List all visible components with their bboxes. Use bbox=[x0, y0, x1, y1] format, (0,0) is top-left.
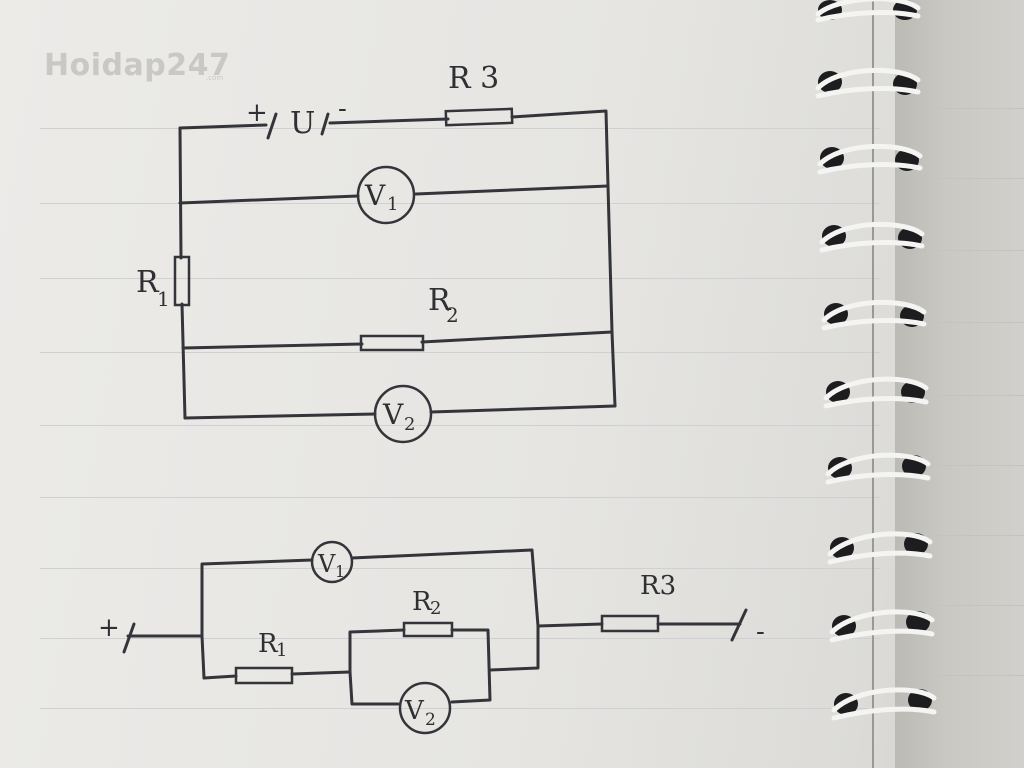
c1-v2-sub: 2 bbox=[404, 414, 415, 435]
c2-plus-label: + bbox=[98, 613, 120, 643]
ruled-line bbox=[930, 108, 1024, 109]
ruled-line bbox=[40, 203, 880, 204]
spiral-wire bbox=[815, 0, 937, 721]
c2-minus-label: - bbox=[756, 617, 765, 647]
ruled-line bbox=[930, 178, 1024, 179]
c1-wire-r2-branch bbox=[181, 330, 614, 350]
c1-r3-resistor bbox=[444, 107, 514, 127]
ruled-line bbox=[40, 278, 880, 279]
c2-minus-terminal bbox=[730, 608, 748, 642]
c1-v2-label: V bbox=[382, 398, 404, 431]
c1-r1-resistor bbox=[173, 255, 191, 307]
c1-r2-sub: 2 bbox=[446, 303, 459, 327]
c2-v2-sub: 2 bbox=[425, 710, 436, 730]
c1-v1-label: V bbox=[364, 179, 386, 212]
c2-wire-r1-branch bbox=[200, 634, 352, 680]
c2-r1-label: R bbox=[258, 629, 279, 659]
ruled-line bbox=[40, 352, 880, 353]
c1-v1-meter bbox=[356, 165, 416, 225]
c1-wire-v2-branch bbox=[183, 404, 617, 420]
ruled-line bbox=[930, 535, 1024, 536]
c1-wire-left bbox=[178, 126, 187, 420]
ruled-line bbox=[40, 425, 880, 426]
ruled-line bbox=[930, 395, 1024, 396]
ruled-line bbox=[40, 708, 880, 709]
page-margin-line bbox=[872, 0, 874, 768]
ruled-line bbox=[930, 675, 1024, 676]
c1-wire-top-left bbox=[178, 123, 268, 130]
c2-r2-resistor bbox=[402, 621, 454, 638]
c1-battery-terminal bbox=[266, 112, 330, 140]
c2-wire-parallel-box bbox=[348, 628, 492, 706]
c1-v1-sub: 1 bbox=[387, 194, 398, 215]
c1-r2-label: R bbox=[428, 283, 452, 318]
c2-r2-sub: 2 bbox=[430, 598, 441, 619]
ruled-line bbox=[930, 250, 1024, 251]
c2-r2-label: R bbox=[412, 587, 433, 617]
c2-v2-label: V bbox=[404, 696, 425, 726]
c2-r3-resistor bbox=[600, 614, 660, 633]
c1-r3-label: R 3 bbox=[448, 61, 499, 96]
c1-plus-label: + bbox=[246, 98, 268, 128]
c1-r1-label: R bbox=[136, 265, 160, 300]
c2-r3-label: R3 bbox=[640, 571, 676, 601]
ruled-line bbox=[40, 128, 880, 129]
ruled-line bbox=[40, 497, 880, 498]
c2-r1-resistor bbox=[234, 666, 294, 685]
c2-v1-sub: 1 bbox=[335, 562, 345, 581]
ruled-line bbox=[40, 568, 880, 569]
c1-wire-top-mid bbox=[328, 117, 450, 125]
watermark-suffix: .com bbox=[206, 74, 224, 82]
c1-r2-resistor bbox=[359, 334, 425, 352]
c1-r1-sub: 1 bbox=[157, 287, 170, 311]
c1-v2-meter bbox=[373, 384, 433, 444]
c1-wire-v1-branch bbox=[178, 184, 610, 205]
c2-v2-meter bbox=[398, 681, 452, 735]
c2-v1-label: V bbox=[317, 550, 336, 578]
c2-wire-right bbox=[536, 622, 742, 628]
c1-minus-label: - bbox=[338, 94, 347, 124]
ruled-line bbox=[930, 465, 1024, 466]
watermark-logo: Hoidap247 bbox=[44, 48, 231, 83]
c2-v1-meter bbox=[310, 540, 354, 584]
c2-r1-sub: 1 bbox=[276, 640, 287, 661]
c2-plus-terminal bbox=[122, 622, 136, 654]
ruled-line bbox=[40, 638, 880, 639]
ruled-line bbox=[930, 322, 1024, 323]
ruled-line bbox=[930, 605, 1024, 606]
c1-source-label: U bbox=[290, 106, 315, 141]
